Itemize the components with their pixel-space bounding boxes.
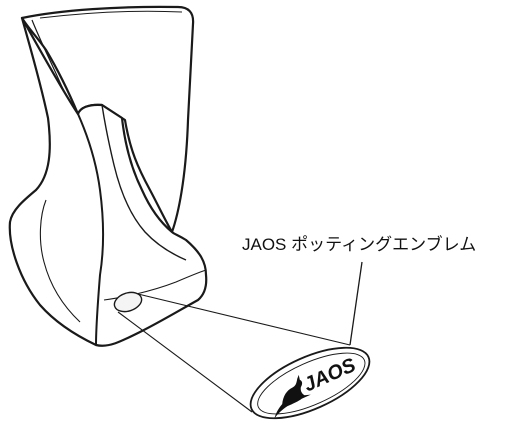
emblem-mount-oval [113,291,143,313]
seat-side-crease [39,199,81,323]
callout-label: JAOS ポッティングエンブレム [242,234,476,254]
seat-inner-recess [77,113,104,346]
emblem-inner-ring [257,352,366,415]
projection-line-upper [137,293,351,346]
seat-inner-recess-highlight [101,104,187,261]
emblem-outer-ring [249,346,371,420]
callout-leader-line [349,261,363,346]
seat-back-shell [20,5,195,234]
kangaroo-icon [274,374,311,419]
seat-back-top-rim [39,10,183,19]
emblem-enlarged: JAOS [249,346,371,420]
projection-line-lower [117,311,253,413]
seat-body [8,16,208,347]
